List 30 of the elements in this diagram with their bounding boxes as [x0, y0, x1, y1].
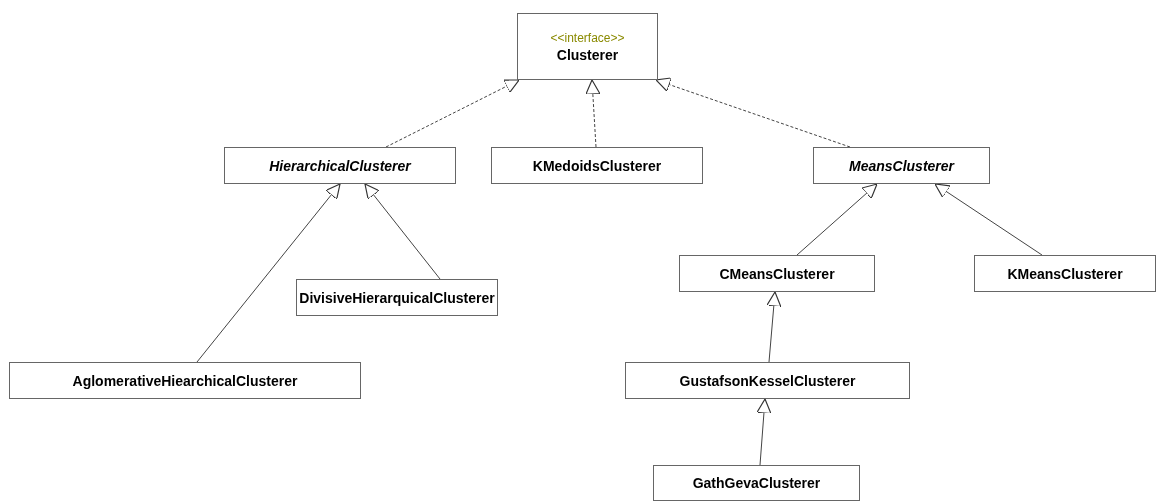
class-name: Clusterer	[556, 47, 619, 62]
inheritance-arrow	[766, 291, 782, 363]
class-name: KMeansClusterer	[1007, 266, 1123, 281]
inheritance-arrow	[796, 183, 878, 256]
abstract-class-box	[224, 147, 456, 184]
class-name: HierarchicalClusterer	[269, 158, 411, 173]
class-name: DivisiveHierarquicalClusterer	[299, 290, 495, 305]
realization-arrow	[385, 79, 520, 148]
class-box	[679, 255, 875, 292]
class-box	[974, 255, 1156, 292]
realization-arrow	[585, 79, 601, 148]
class-box	[9, 362, 361, 399]
interface-box	[517, 13, 658, 80]
class-name: KMedoidsClusterer	[532, 158, 662, 173]
inheritance-arrow	[196, 183, 341, 363]
abstract-class-box	[813, 147, 990, 184]
class-box	[491, 147, 703, 184]
class-name: GustafsonKesselClusterer	[679, 373, 856, 388]
class-name: CMeansClusterer	[719, 266, 835, 281]
class-box	[653, 465, 860, 501]
class-box	[625, 362, 910, 399]
stereotype-label: <<interface>>	[550, 31, 625, 44]
class-name: AglomerativeHiearchicalClusterer	[72, 373, 298, 388]
inheritance-arrow	[934, 183, 1043, 256]
class-name: GathGevaClusterer	[692, 476, 821, 490]
inheritance-arrow	[756, 398, 772, 466]
inheritance-arrow	[364, 183, 441, 280]
realization-arrow	[655, 77, 851, 148]
class-box	[296, 279, 498, 316]
class-name: MeansClusterer	[848, 158, 954, 173]
